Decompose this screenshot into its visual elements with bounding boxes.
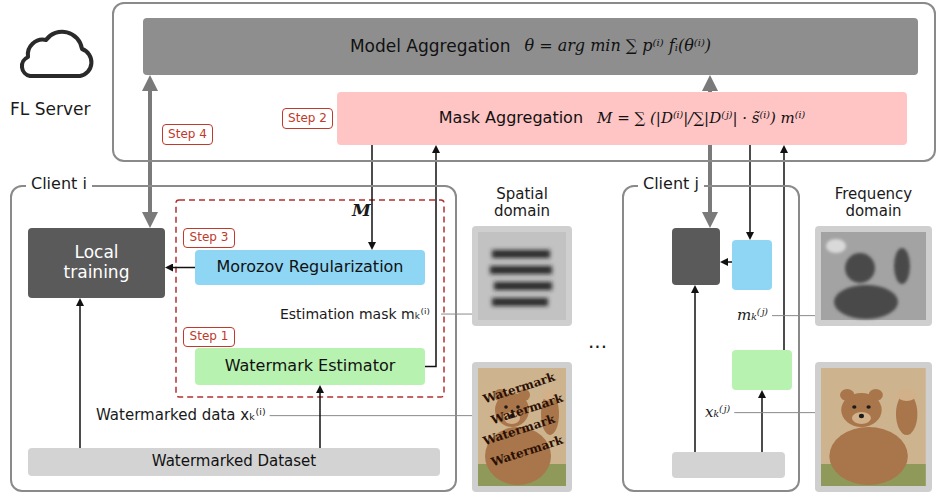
server-box: FL ServerModel Aggregationθ = arg min ∑ … (112, 2, 936, 162)
mask-arrow (749, 145, 751, 237)
box-label: Mask Aggregation (439, 109, 583, 127)
sync-arrow (708, 83, 712, 92)
formula: M = ∑ (|D⁽ⁱ⁾|/∑|D⁽ʲ⁾| · s̃⁽ⁱ⁾) m⁽ⁱ⁾ (597, 110, 805, 127)
estimator-block (732, 350, 792, 390)
flow-arrow (694, 288, 696, 452)
training-box: Local training (28, 228, 165, 298)
mask-stripe (492, 298, 548, 306)
regularization-block (732, 240, 772, 290)
bear-photo (478, 368, 566, 486)
flow-arrow (723, 261, 732, 263)
data-symbol: xₖ⁽ʲ⁾ (705, 404, 730, 421)
silhouette-arm (894, 248, 910, 284)
mask-arrow (425, 148, 436, 366)
box-label: Morozov Regularization (216, 258, 403, 276)
signal-name: M (352, 201, 371, 221)
leader-line (772, 315, 815, 316)
box-label: Model Aggregation (350, 37, 511, 57)
box-heading: FL Server (10, 100, 90, 120)
mask-stripe (492, 250, 550, 258)
domain-caption: Spatial domain (472, 186, 572, 221)
regularization-box: Morozov Regularization (195, 250, 425, 285)
dashed-region (176, 200, 444, 397)
mask-caption: Estimation mask mₖ⁽ⁱ⁾ (280, 306, 430, 322)
box-label: Watermark Estimator (225, 357, 396, 375)
silhouette-head (845, 253, 875, 283)
step-tag: Step 4 (162, 124, 213, 145)
step-tag: Step 2 (282, 108, 333, 129)
step-label: Step 4 (168, 128, 207, 142)
image-panel (815, 362, 932, 492)
dataset-box: Watermarked Dataset (28, 448, 440, 476)
aggregation-box: Model Aggregation θ = arg min ∑ p⁽ⁱ⁾ fᵢ(θ… (143, 18, 918, 75)
box-label: Watermarked Dataset (152, 453, 316, 470)
image-panel (472, 226, 572, 326)
silhouette-body (834, 285, 898, 319)
data-caption: Watermarked data xₖ⁽ⁱ⁾ (96, 407, 266, 424)
client-box: Client iLocal trainingStep 3Morozov Regu… (10, 185, 457, 492)
mask-image (478, 232, 566, 320)
step-tag: Step 3 (183, 228, 235, 248)
formula: θ = arg min ∑ p⁽ⁱ⁾ fᵢ(θ⁽ⁱ⁾) (524, 37, 711, 55)
sync-arrow (708, 145, 712, 220)
bear-photo (821, 368, 926, 486)
frequency-silhouette (826, 239, 910, 319)
box-label: Local training (57, 243, 137, 282)
flow-arrow (319, 388, 321, 448)
frequency-image (821, 232, 926, 320)
local-training-block (672, 228, 720, 285)
step-label: Step 2 (288, 112, 327, 126)
mask-stripe (490, 266, 552, 274)
flow-arrow (168, 267, 195, 269)
mask-stripes (490, 250, 552, 306)
flow-arrow (79, 301, 81, 448)
dataset-block (672, 452, 785, 478)
step-label: Step 1 (190, 330, 229, 344)
image-panel (815, 226, 932, 326)
box-heading: Client i (26, 175, 92, 193)
leader-line (270, 415, 472, 416)
flow-arrow (761, 393, 763, 452)
ellipsis: ... (588, 330, 607, 353)
client-box: Client j (622, 185, 800, 492)
step-tag: Step 1 (183, 327, 235, 347)
leader-line (734, 412, 815, 413)
sync-arrow (148, 83, 152, 220)
image-panel (472, 362, 572, 492)
mask-symbol: mₖ⁽ʲ⁾ (737, 307, 768, 324)
mask-stripe (494, 282, 552, 290)
silhouette-light (826, 239, 846, 253)
aggregation-box: Mask Aggregation M = ∑ (|D⁽ⁱ⁾|/∑|D⁽ʲ⁾| · … (337, 92, 907, 145)
estimator-box: Watermark Estimator (195, 348, 425, 385)
box-heading: Client j (638, 175, 704, 193)
cloud-icon (22, 32, 91, 76)
mask-arrow (783, 148, 785, 350)
step-label: Step 3 (190, 231, 229, 245)
domain-caption: Frequency domain (815, 186, 932, 221)
